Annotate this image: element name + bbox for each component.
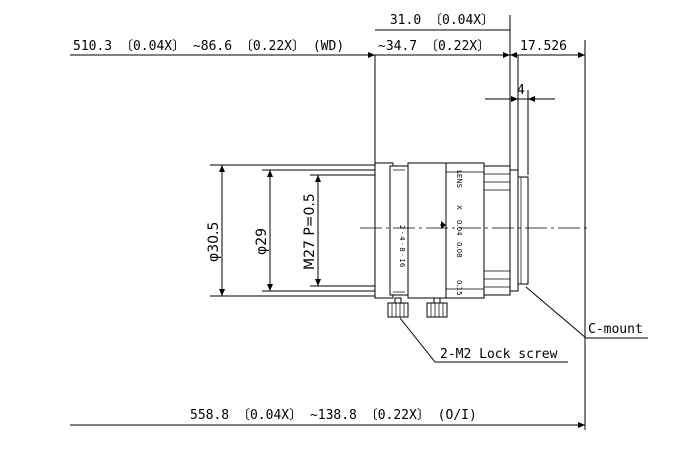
- dim-outer-dia: φ30.5: [206, 222, 222, 262]
- lens-knurled-ring: [483, 165, 511, 296]
- lock-screw-2: [426, 297, 448, 318]
- arrow-wd-right: [503, 52, 510, 58]
- index-arrow: [441, 221, 446, 229]
- arrow-17-right: [578, 52, 585, 58]
- c-mount-callout: C-mount: [588, 322, 643, 337]
- lens-flange: [509, 169, 519, 292]
- arrow-17-left: [510, 52, 517, 58]
- knurl-lines: [484, 173, 510, 288]
- arrow-od-top: [219, 165, 225, 172]
- arrow-od-bottom: [219, 289, 225, 296]
- arrow-th-bottom: [315, 279, 321, 286]
- mag-value-3: 0.15: [455, 280, 463, 296]
- dim-top-left-wd: 510.3 〔0.04X〕 ~86.6 〔0.22X〕 (WD): [73, 39, 344, 54]
- lock-screw-callout: 2-M2 Lock screw: [440, 347, 558, 362]
- arrow-oi-right: [578, 422, 585, 428]
- dim-top-flange: 31.0 〔0.04X〕: [390, 13, 494, 28]
- arrow-id-bottom: [267, 284, 273, 291]
- lock-screw-1: [387, 297, 409, 318]
- dim-inner-dia: φ29: [254, 228, 270, 255]
- dim-small-gap: 4: [517, 83, 525, 98]
- dim-top-mid: ~34.7 〔0.22X〕: [378, 39, 490, 54]
- arrow-th-top: [315, 175, 321, 182]
- leader-c-mount: [525, 286, 648, 339]
- lens-barrel-mid: [445, 162, 485, 299]
- arrow-small-right: [528, 96, 535, 102]
- dim-top-right: 17.526: [520, 39, 567, 54]
- brand-mark: LENS: [455, 170, 463, 189]
- mag-value-2: 0.08: [455, 242, 463, 258]
- arrow-id-top: [267, 170, 273, 177]
- dim-bottom-oi: 558.8 〔0.04X〕 ~138.8 〔0.22X〕 (O/I): [190, 408, 477, 423]
- lens-barrel-front: [407, 162, 447, 299]
- arrow-wd-left: [368, 52, 375, 58]
- focus-scale: 2 · 4 · 8 · 16: [398, 225, 406, 268]
- arrow-small-left: [511, 96, 518, 102]
- mag-x: X: [455, 205, 463, 210]
- leader-lock-screw: [399, 317, 568, 363]
- dim-thread: M27 P=0.5: [302, 193, 318, 270]
- c-mount-thread: [517, 176, 529, 285]
